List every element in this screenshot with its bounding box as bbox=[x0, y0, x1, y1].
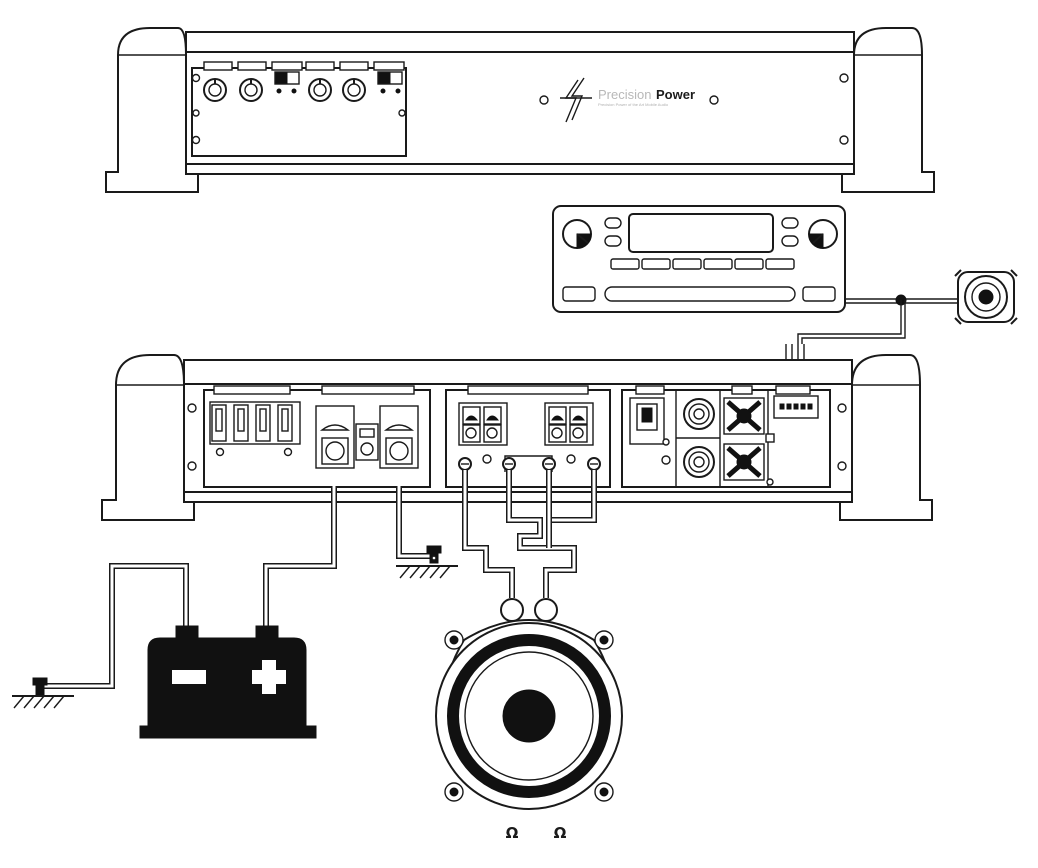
speaker-terminal-symbol-right: Ω bbox=[554, 824, 567, 842]
input-section bbox=[621, 385, 831, 488]
head-unit-display bbox=[628, 213, 774, 253]
battery-icon bbox=[139, 625, 317, 739]
head-unit-button bbox=[802, 286, 836, 302]
chassis-ground-icon bbox=[396, 545, 458, 579]
fuse-block bbox=[209, 401, 301, 457]
mode-switch-icon bbox=[377, 71, 403, 94]
rca-input-icon bbox=[683, 398, 715, 430]
subsonic-knob-icon bbox=[342, 78, 366, 102]
screw-icon bbox=[839, 135, 849, 145]
level-trim-icon bbox=[723, 443, 765, 481]
negative-terminal-icon bbox=[172, 670, 206, 684]
brand-prefix: Precision bbox=[598, 87, 651, 102]
screw-icon bbox=[187, 461, 197, 471]
remote-level-control-icon bbox=[954, 269, 1018, 325]
gain-knob-icon bbox=[203, 78, 227, 102]
head-unit-button bbox=[604, 217, 622, 229]
crossover-switch-icon bbox=[274, 71, 300, 94]
amplifier-bottom bbox=[101, 354, 933, 521]
speaker-output-section bbox=[445, 385, 611, 488]
rca-input-icon bbox=[683, 446, 715, 478]
speaker-terminal-icon bbox=[534, 598, 558, 622]
amplifier-bottom-right-endcap bbox=[839, 354, 933, 521]
amplifier-top-right-endcap bbox=[841, 27, 935, 193]
speaker-terminal-block bbox=[458, 402, 508, 446]
screw-icon bbox=[709, 95, 719, 105]
brand-name: Power bbox=[656, 87, 695, 102]
brand-logo: Precision Power Precision Power of the A… bbox=[560, 77, 695, 123]
cd-slot bbox=[604, 286, 796, 302]
screw-icon bbox=[837, 461, 847, 471]
head-unit-button bbox=[781, 235, 799, 247]
power-terminal bbox=[315, 405, 355, 469]
head-unit bbox=[552, 205, 846, 313]
volume-knob-icon bbox=[562, 219, 592, 249]
speaker-wiring bbox=[462, 470, 597, 598]
remote-bass-port-icon bbox=[629, 397, 671, 465]
fuse-icon bbox=[255, 404, 271, 442]
head-unit-button bbox=[562, 286, 596, 302]
preset-buttons bbox=[610, 258, 795, 270]
screw-icon bbox=[539, 95, 549, 105]
speaker-terminal-icon bbox=[500, 598, 524, 622]
amplifier-top-left-endcap bbox=[105, 27, 199, 193]
speaker-terminal-symbol-left: Ω bbox=[506, 824, 519, 842]
fuse-icon bbox=[211, 404, 227, 442]
power-wiring bbox=[40, 486, 430, 689]
positive-terminal-icon bbox=[252, 660, 286, 694]
frequency-knob-icon bbox=[308, 78, 332, 102]
amplifier-bottom-left-endcap bbox=[101, 354, 195, 521]
remote-connector-port-icon bbox=[773, 395, 819, 419]
fuse-icon bbox=[233, 404, 249, 442]
ground-terminal bbox=[379, 405, 419, 469]
screw-icon bbox=[191, 73, 201, 83]
amplifier-top: Precision Power Precision Power of the A… bbox=[105, 27, 935, 193]
remote-terminal bbox=[355, 423, 379, 461]
brand-tagline: Precision Power of the Art Mobile Audio bbox=[598, 102, 669, 107]
speaker-icon: Ω Ω bbox=[435, 598, 623, 842]
power-section bbox=[203, 385, 431, 488]
screw-icon bbox=[187, 403, 197, 413]
battery-ground-icon bbox=[12, 677, 74, 709]
speaker-terminal-block bbox=[544, 402, 594, 446]
head-unit-button bbox=[781, 217, 799, 229]
screw-icon bbox=[837, 403, 847, 413]
amplifier-top-control-panel bbox=[191, 61, 407, 157]
bass-boost-knob-icon bbox=[239, 78, 263, 102]
screw-icon bbox=[839, 73, 849, 83]
head-unit-button bbox=[604, 235, 622, 247]
level-trim-icon bbox=[723, 397, 765, 435]
fuse-icon bbox=[277, 404, 293, 442]
tune-knob-icon bbox=[808, 219, 838, 249]
